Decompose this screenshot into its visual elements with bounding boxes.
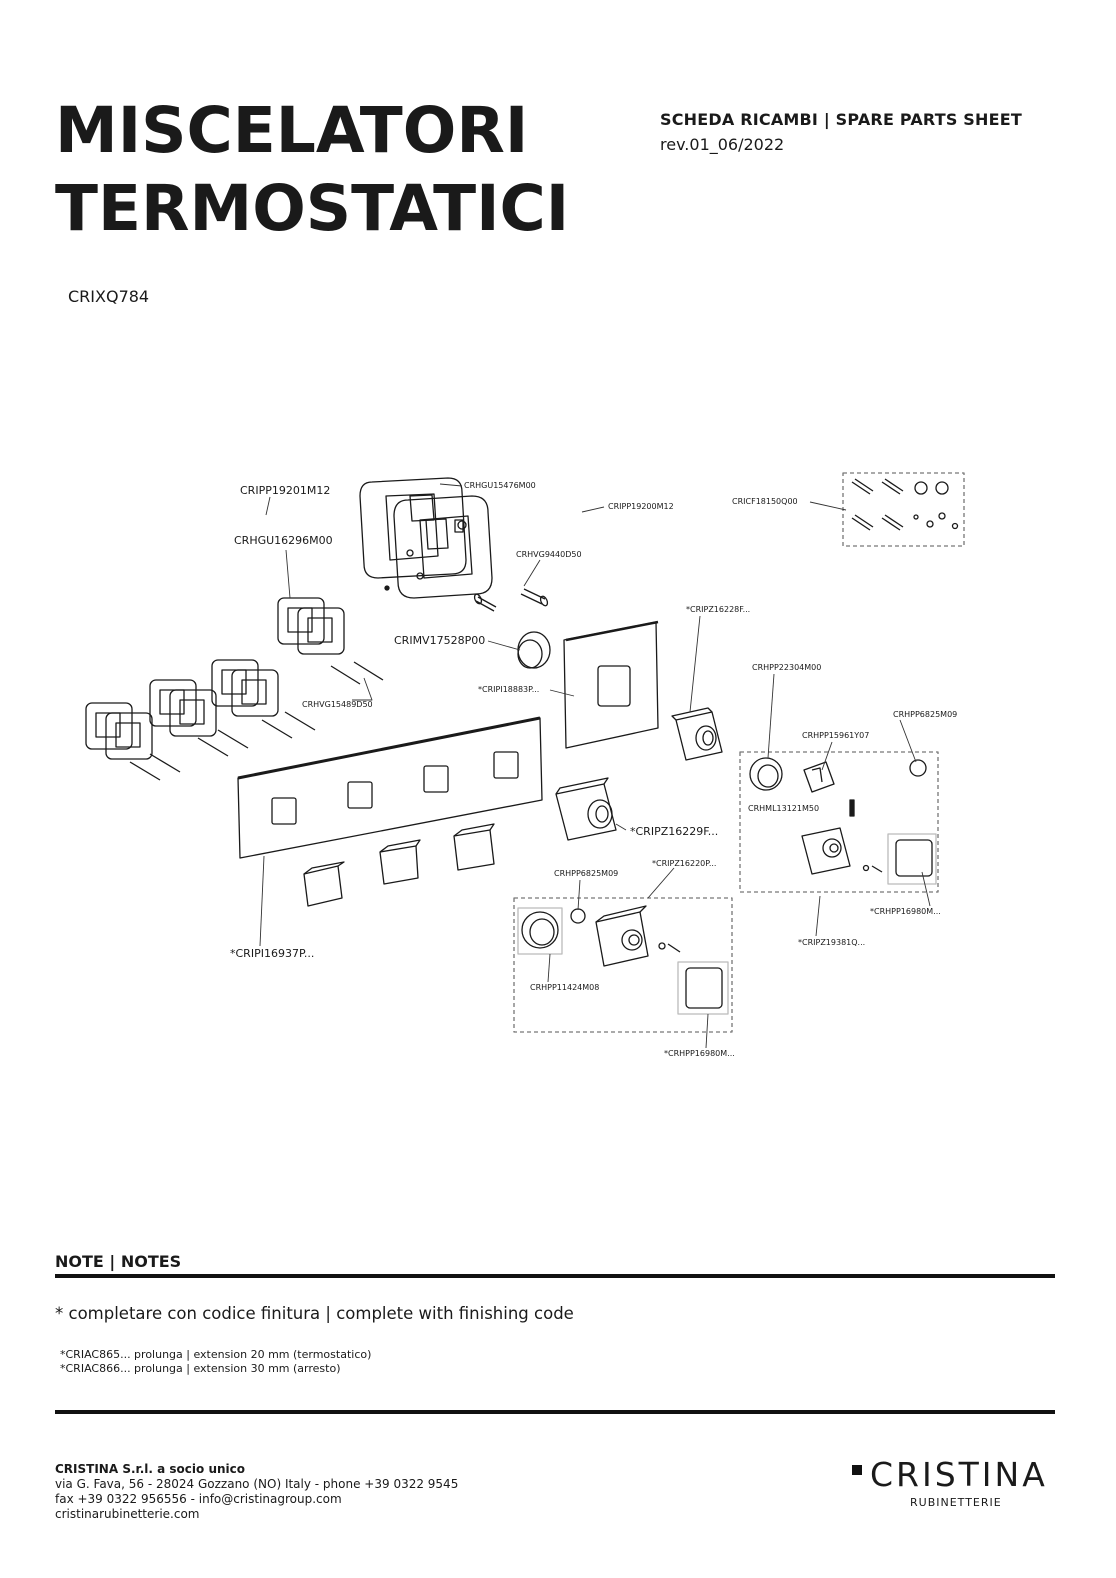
label-crhml13121m50: CRHML13121M50 (748, 804, 819, 813)
bottom-kit-box (513, 897, 733, 1033)
label-crhpp6825m09-left: CRHPP6825M09 (554, 869, 618, 878)
footer-info: CRISTINA S.r.l. a socio unico via G. Fav… (55, 1462, 458, 1522)
ring-crimv17528 (517, 631, 551, 669)
label-crhpp16980m-bottom: *CRHPP16980M... (664, 1049, 735, 1058)
label-cripz16228f: *CRIPZ16228F... (686, 605, 750, 614)
label-crhpp16980m-right: *CRHPP16980M... (870, 907, 941, 916)
footer-divider (55, 1410, 1055, 1414)
leader-lines (259, 483, 931, 1049)
label-cripz19381q: *CRIPZ19381Q... (798, 938, 865, 947)
notes-list: *CRIAC865... prolunga | extension 20 mm … (60, 1348, 371, 1376)
plate-set-2 (211, 659, 279, 717)
exploded-parts-diagram: CRIPP19201M12 CRHGU16296M00 CRHGU15476M0… (85, 472, 965, 1058)
square-cover-plate (563, 620, 659, 749)
label-crhpp11424m08: CRHPP11424M08 (530, 983, 599, 992)
mounting-plate-front (393, 495, 493, 599)
screw-crhvg9440 (520, 588, 549, 607)
notes-main-text: * completare con codice finitura | compl… (55, 1304, 574, 1323)
notes-heading: NOTE | NOTES (55, 1252, 182, 1271)
notes-divider (55, 1274, 1055, 1278)
mounting-plate-large (359, 477, 467, 579)
long-cover-plate (237, 716, 543, 859)
cube-valve-1 (671, 707, 723, 761)
label-cripz16229f: *CRIPZ16229F... (630, 825, 718, 838)
label-cripi18883p: *CRIPI18883P... (478, 685, 539, 694)
knob-3 (453, 823, 495, 871)
right-kit-parts (749, 757, 937, 885)
cube-valve-2 (555, 777, 617, 841)
revision-label: rev.01_06/2022 (660, 135, 785, 154)
label-cripp19200m12: CRIPP19200M12 (608, 502, 674, 511)
logo-square-icon (852, 1465, 862, 1475)
title-line-1: MISCELATORI (55, 94, 529, 167)
plate-set-4 (85, 702, 153, 760)
label-crhgu15476m00: CRHGU15476M00 (464, 481, 536, 490)
company-address: via G. Fava, 56 - 28024 Gozzano (NO) Ita… (55, 1477, 459, 1491)
label-cripz16220p: *CRIPZ16220P... (652, 859, 716, 868)
label-cripp19201m12: CRIPP19201M12 (240, 484, 330, 497)
label-crimv17528p00: CRIMV17528P00 (394, 634, 485, 647)
label-cripi16937p: *CRIPI16937P... (230, 947, 314, 960)
logo-wordmark: CRISTINA (870, 1455, 1048, 1494)
label-crhgu16296m00: CRHGU16296M00 (234, 534, 333, 547)
label-crhvg15489d50: CRHVG15489D50 (302, 700, 373, 709)
model-code: CRIXQ784 (68, 287, 150, 306)
screw-left-top (473, 593, 497, 612)
company-contact: fax +39 0322 956556 - info@cristinagroup… (55, 1492, 342, 1506)
note-item: *CRIAC865... prolunga | extension 20 mm … (60, 1348, 372, 1361)
label-crhpp6825m09-right: CRHPP6825M09 (893, 710, 957, 719)
bottom-kit-parts (517, 905, 729, 1015)
right-kit-box (739, 751, 939, 893)
title-line-2: TERMOSTATICI (55, 172, 570, 245)
knob-1 (303, 861, 345, 907)
label-crhpp22304m00: CRHPP22304M00 (752, 663, 821, 672)
brand-logo: CRISTINA RUBINETTERIE (852, 1455, 1052, 1522)
label-crhvg9440d50: CRHVG9440D50 (516, 550, 582, 559)
label-cricf18150q00: CRICF18150Q00 (732, 497, 798, 506)
screw-kit-parts (851, 478, 959, 531)
page-title: MISCELATORI TERMOSTATICI (55, 92, 569, 248)
sheet-label: SCHEDA RICAMBI | SPARE PARTS SHEET (660, 110, 1022, 129)
long-screws (129, 661, 384, 781)
plate-set-1 (277, 597, 345, 655)
company-website: cristinarubinetterie.com (55, 1507, 200, 1521)
label-crhpp15961y07: CRHPP15961Y07 (802, 731, 869, 740)
logo-subtitle: RUBINETTERIE (910, 1496, 1002, 1509)
knob-2 (379, 839, 421, 885)
plate-set-3 (149, 679, 217, 737)
note-item: *CRIAC866... prolunga | extension 30 mm … (60, 1362, 341, 1375)
company-name: CRISTINA S.r.l. a socio unico (55, 1462, 245, 1476)
